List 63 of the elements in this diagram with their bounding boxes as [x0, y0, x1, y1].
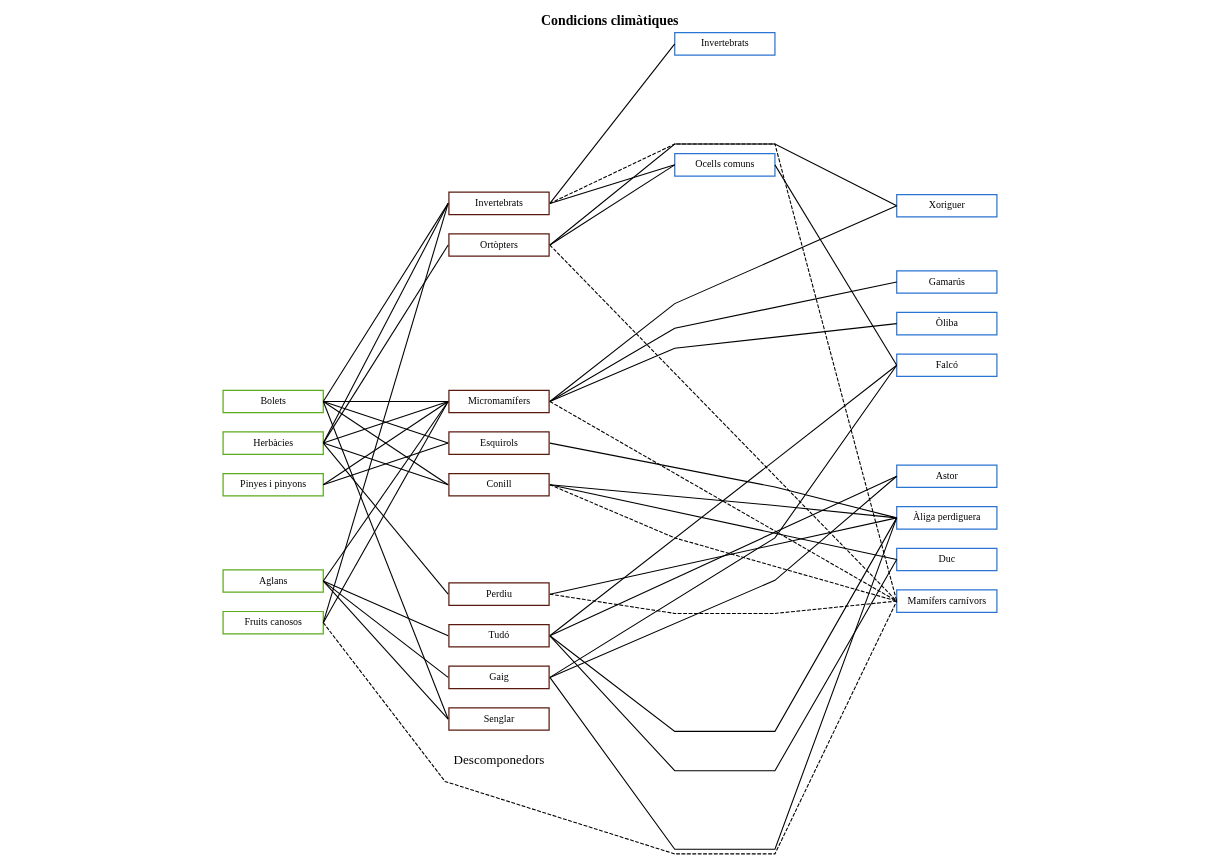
node-box: Perdiu: [448, 582, 550, 606]
node-box: Gamarús: [896, 270, 998, 294]
node-box: Aglans: [222, 569, 324, 593]
node-box: Senglar: [448, 707, 550, 731]
connector: [549, 517, 898, 595]
connector: [322, 400, 449, 720]
node-box: Tudó: [448, 624, 550, 648]
connector: [549, 323, 898, 403]
diagram-title: Condicions climàtiques: [541, 12, 679, 28]
connector: [549, 143, 898, 602]
connector: [549, 484, 898, 560]
connector: [322, 580, 449, 637]
node-box: Invertebrats: [448, 191, 550, 216]
node-box: Herbàcies: [222, 431, 324, 455]
connector: [549, 143, 898, 246]
connector: [549, 593, 898, 614]
node-box: Ortòpters: [448, 233, 550, 257]
connector: [549, 244, 898, 602]
connector: [549, 205, 898, 403]
connector: [549, 164, 676, 204]
connector: [322, 400, 449, 486]
node-box: Òliba: [896, 311, 998, 336]
connector: [774, 164, 898, 366]
node-box: Xoriguer: [896, 193, 998, 218]
node-box: Falcó: [896, 353, 998, 378]
connector: [322, 442, 449, 595]
connector: [549, 43, 676, 204]
connector: [549, 517, 898, 732]
connector: [549, 475, 898, 678]
connector: [322, 442, 449, 486]
node-box: Àliga perdiguera: [896, 506, 998, 530]
node-box: Bolets: [222, 389, 324, 414]
connector: [549, 484, 898, 519]
node-box: Mamífers carnívors: [896, 589, 998, 613]
node-box: Micromamífers: [448, 389, 550, 414]
node-box: Fruits canosos: [222, 610, 324, 635]
node-box: Pinyes i pinyons: [222, 472, 324, 497]
label: Descomponedors: [453, 751, 545, 767]
connector: [549, 164, 676, 246]
connector: [322, 400, 449, 403]
node-box: Duc: [896, 547, 998, 572]
connector: [549, 475, 898, 637]
connector: [322, 400, 449, 444]
connector: [322, 202, 449, 444]
connector: [322, 580, 449, 720]
connector: [549, 281, 898, 403]
connector: [322, 400, 449, 624]
connector: [322, 400, 449, 582]
node-box: Conill: [448, 472, 550, 497]
node-box: Invertebrats: [674, 32, 776, 56]
connector: [549, 400, 898, 602]
node-box: Ocells comuns: [674, 153, 776, 177]
connector: [549, 484, 898, 602]
connector: [322, 580, 449, 678]
connector: [549, 442, 898, 519]
connector: [322, 600, 898, 855]
connector: [549, 558, 898, 772]
connector: [549, 517, 898, 850]
connector: [322, 244, 449, 444]
node-box: Esquirols: [448, 431, 550, 455]
node-box: Gaig: [448, 665, 550, 690]
node-box: Astor: [896, 464, 998, 489]
connector: [322, 202, 449, 624]
